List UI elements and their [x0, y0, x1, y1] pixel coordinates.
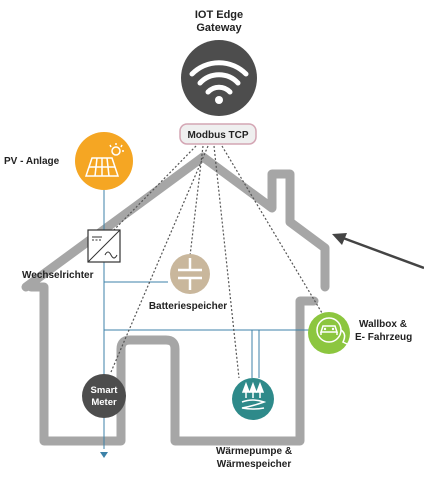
grid-connection-arrow	[100, 452, 108, 458]
inverter	[87, 229, 121, 263]
wifi-icon	[189, 60, 249, 95]
battery-label: Batteriespeicher	[149, 301, 227, 312]
power-lines	[103, 190, 312, 449]
heat-pump-label-line2: Wärmespeicher	[217, 459, 292, 470]
wallbox-label-line2: E- Fahrzeug	[355, 332, 412, 343]
wallbox-ev	[308, 312, 350, 354]
inverter-icon	[87, 229, 121, 263]
battery-icon	[178, 258, 202, 290]
iot-gateway	[181, 40, 257, 116]
pointer-arrow	[332, 233, 424, 270]
house-outline	[21, 152, 330, 446]
heat-pump-label-line1: Wärmepumpe &	[216, 446, 292, 457]
pv-label: PV - Anlage	[4, 156, 60, 167]
modbus-data-lines	[109, 145, 326, 379]
smart-meter-label-line1: Smart	[91, 385, 119, 396]
pv-system	[75, 132, 133, 190]
gateway-title-line1: IOT Edge	[195, 9, 243, 21]
ev-charging-icon	[316, 317, 348, 345]
smart-meter: Smart Meter	[82, 374, 126, 418]
heat-pump	[232, 378, 274, 420]
solar-panel-icon	[84, 143, 124, 177]
inverter-label: Wechselrichter	[22, 270, 94, 281]
battery-storage	[170, 254, 210, 294]
gateway-title-line2: Gateway	[196, 22, 242, 34]
heat-pump-icon	[241, 381, 267, 410]
smart-meter-label-line2: Meter	[91, 397, 117, 408]
wallbox-label-line1: Wallbox &	[359, 319, 407, 330]
modbus-tcp-label: Modbus TCP	[187, 130, 248, 141]
modbus-tcp-box: Modbus TCP	[179, 123, 257, 145]
